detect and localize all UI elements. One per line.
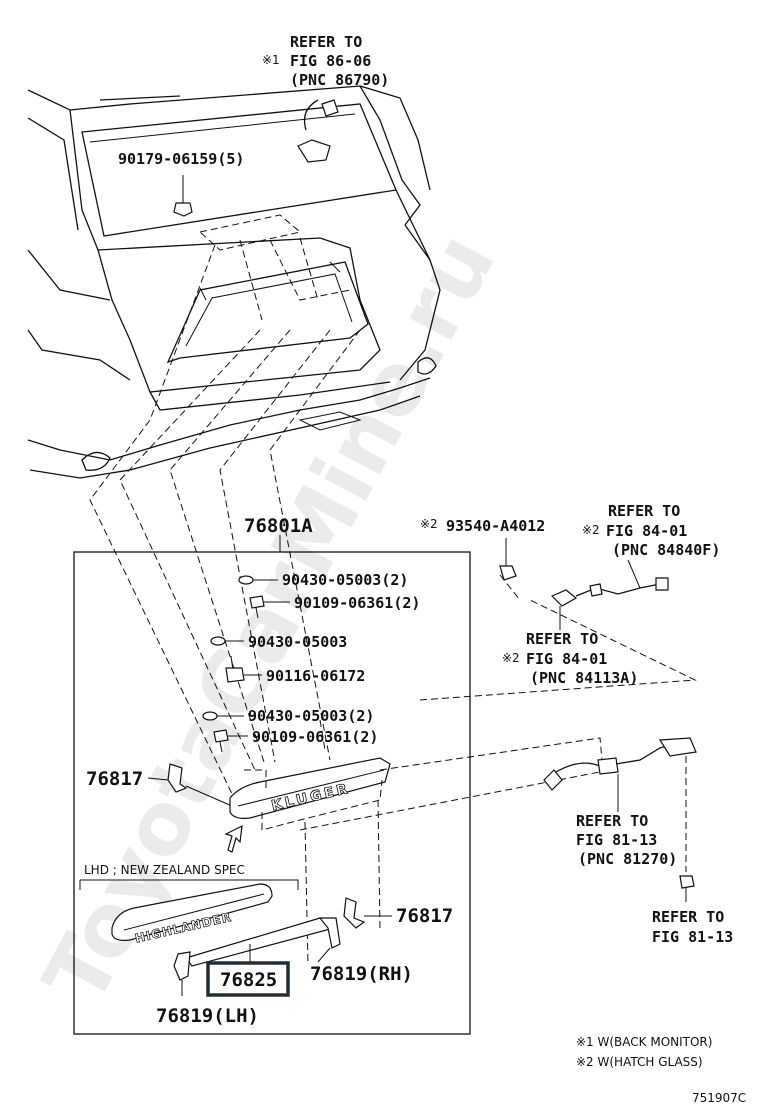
part-label-76819-lh: 76819(LH) [156, 1005, 259, 1027]
part-label-76825: 76825 [220, 969, 277, 991]
bolt-93540 [499, 538, 517, 581]
refer-8401b-line2: FIG 84-01 [526, 650, 607, 668]
refer-8113a-line2: FIG 81-13 [576, 831, 657, 849]
note-mark-2b: ※2 [582, 523, 600, 537]
end-cap-76819-lh [173, 951, 191, 996]
harness-84840f [550, 559, 669, 630]
part-label-90109-a: 90109-06361(2) [294, 594, 420, 612]
refer-8113b-line1: REFER TO [652, 908, 724, 926]
part-label-76817-left: 76817 [86, 768, 143, 790]
fastener-90116 [225, 655, 262, 683]
part-label-93540: 93540-A4012 [446, 517, 545, 535]
part-label-90430-b: 90430-05003 [248, 633, 347, 651]
refer-8401b-line1: REFER TO [526, 630, 598, 648]
refer-8401a-line3: (PNC 84840F) [612, 541, 720, 559]
clip-76817-right [343, 897, 392, 929]
part-label-76801a: 76801A [244, 515, 313, 537]
harness-link-lines [299, 574, 697, 966]
figure-code: 751907C [692, 1091, 746, 1105]
part-label-90430-a: 90430-05003(2) [282, 571, 408, 589]
projection-lines [89, 214, 361, 801]
refer-8113b-line2: FIG 81-13 [652, 928, 733, 946]
note-mark-2a: ※2 [420, 517, 438, 531]
refer-label-top-line2: FIG 86-06 [290, 52, 371, 70]
legend-note-2: ※2 W(HATCH GLASS) [576, 1055, 703, 1069]
fastener-90109-b [213, 729, 248, 753]
refer-8401a-line2: FIG 84-01 [606, 522, 687, 540]
highlight-box-76825 [206, 961, 290, 997]
assembly-boundary-76801a [73, 551, 471, 1035]
end-cap-76819-rh [317, 917, 341, 963]
spec-note-text: LHD ; NEW ZEALAND SPEC [84, 863, 245, 877]
screw-81-13 [679, 756, 695, 902]
fastener-90430-a [238, 575, 278, 585]
fastener-90109-a [249, 595, 290, 619]
refer-label-top-line3: (PNC 86790) [290, 71, 389, 89]
part-label-76819-rh: 76819(RH) [310, 963, 413, 985]
refer-8401b-line3: (PNC 84113A) [530, 669, 638, 687]
vehicle-rear-illustration [27, 85, 441, 479]
part-label-76817-right: 76817 [396, 905, 453, 927]
refer-8113a-line3: (PNC 81270) [578, 850, 677, 868]
part-label-90116: 90116-06172 [266, 667, 365, 685]
direction-arrow [224, 824, 243, 853]
fastener-90430-b [210, 636, 244, 646]
harness-81270 [543, 737, 697, 812]
bolt-90179 [173, 175, 193, 217]
part-label-90430-c: 90430-05003(2) [248, 707, 374, 725]
refer-label-top-line1: REFER TO [290, 33, 362, 51]
part-label-90179: 90179-06159(5) [118, 150, 244, 168]
legend-note-1: ※1 W(BACK MONITOR) [576, 1035, 712, 1049]
refer-8401a-line1: REFER TO [608, 502, 680, 520]
refer-8113a-line1: REFER TO [576, 812, 648, 830]
note-mark-2c: ※2 [502, 651, 520, 665]
part-label-90109-b: 90109-06361(2) [252, 728, 378, 746]
clip-76817-left [147, 763, 233, 807]
fastener-90430-c [202, 711, 244, 721]
note-mark-1: ※1 [262, 53, 280, 67]
